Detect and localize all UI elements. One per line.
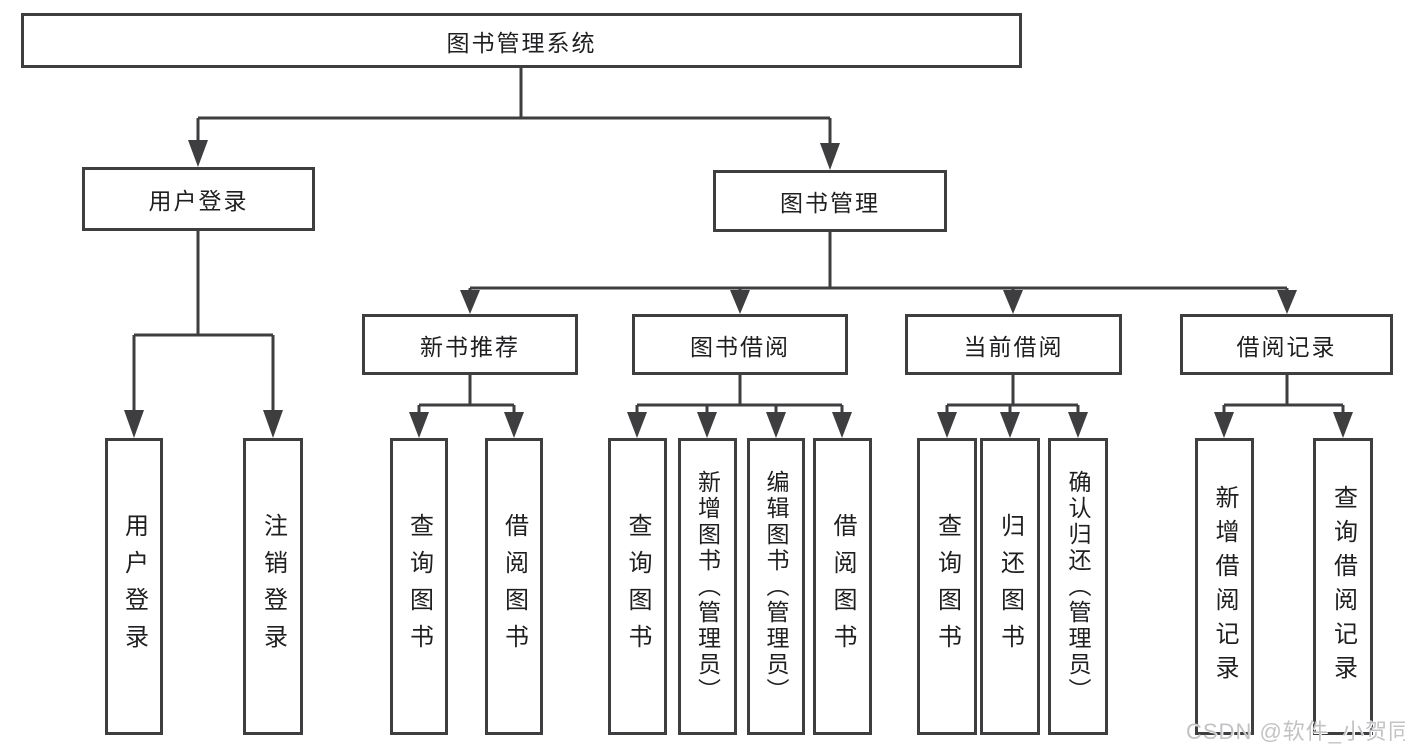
node-current-borrowing: 当前借阅 bbox=[905, 314, 1122, 375]
leaf-return-books: 归还图书 bbox=[980, 438, 1040, 735]
leaf-borrow-books-1: 借阅图书 bbox=[485, 438, 543, 735]
node-new-book-recommend: 新书推荐 bbox=[362, 314, 578, 375]
connector-root-to-level2 bbox=[196, 68, 832, 145]
connector-borrow-record-children bbox=[1222, 375, 1345, 414]
connector-user-login-children bbox=[132, 231, 275, 412]
connector-book-mgmt-to-level3 bbox=[468, 232, 1289, 293]
leaf-query-books-3: 查询图书 bbox=[917, 438, 977, 735]
leaf-borrow-books-2: 借阅图书 bbox=[813, 438, 872, 735]
connector-new-book-children bbox=[417, 375, 516, 414]
connector-current-borrow-children bbox=[945, 375, 1080, 414]
node-book-borrowing: 图书借阅 bbox=[632, 314, 848, 375]
node-user-login: 用户登录 bbox=[82, 167, 315, 231]
node-book-management: 图书管理 bbox=[713, 170, 947, 232]
leaf-query-books-2: 查询图书 bbox=[608, 438, 667, 735]
watermark: CSDN @软件_小贺同学 bbox=[1186, 719, 1405, 744]
leaf-user-login: 用户登录 bbox=[105, 438, 163, 735]
node-library-system: 图书管理系统 bbox=[21, 13, 1022, 68]
leaf-logout: 注销登录 bbox=[243, 438, 303, 735]
leaf-edit-books-admin: 编辑图书（管理员） bbox=[747, 438, 805, 735]
arrowheads bbox=[124, 140, 1353, 438]
leaf-query-borrow-record: 查询借阅记录 bbox=[1313, 438, 1373, 735]
leaf-query-books-1: 查询图书 bbox=[390, 438, 448, 735]
leaf-confirm-return-admin: 确认归还（管理员） bbox=[1048, 438, 1108, 735]
leaf-add-books-admin: 新增图书（管理员） bbox=[678, 438, 737, 735]
connector-book-borrow-children bbox=[635, 375, 844, 414]
node-borrowing-records: 借阅记录 bbox=[1180, 314, 1393, 375]
leaf-add-borrow-record: 新增借阅记录 bbox=[1195, 438, 1254, 735]
